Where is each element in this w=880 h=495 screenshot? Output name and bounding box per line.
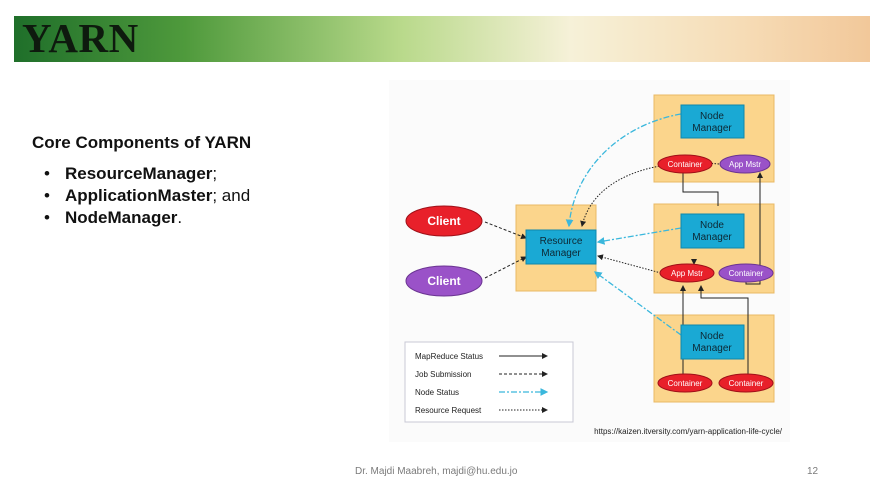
bullet-suffix: ; and [212,186,251,205]
client-red-label: Client [427,214,460,228]
container-node1 [657,154,713,174]
client-red [405,205,483,237]
svg-text:NodeManager: NodeManager [692,111,732,134]
node-manager-3-label: Manager [692,343,732,354]
node-manager-2 [680,213,745,249]
bullet-list: ResourceManager; ApplicationMaster; and … [44,163,250,229]
legend-node-status: Node Status [415,388,459,397]
resource-manager-label: Manager [541,248,581,259]
app-master-node1-label: App Mstr [729,160,761,169]
bullet-suffix: ; [212,164,218,183]
svg-text:NodeManager: NodeManager [692,220,732,243]
bullet-term: ApplicationMaster [65,186,213,205]
resource-manager [525,229,597,265]
legend-job-submission: Job Submission [415,370,471,379]
app-master-node2 [659,263,715,283]
container-node2 [718,263,774,283]
bullet-item: NodeManager. [44,207,250,229]
node-manager-3 [680,324,745,360]
client-purple-label: Client [427,274,460,288]
bullet-item: ApplicationMaster; and [44,185,250,207]
section-heading: Core Components of YARN [32,133,252,152]
svg-text:ResourceManager: ResourceManager [540,236,583,259]
node-manager-3-label: Node [700,331,724,342]
container-node3-a-label: Container [668,379,703,388]
title-banner [14,16,870,62]
legend-resource-request: Resource Request [415,406,482,415]
bullet-suffix: . [177,208,183,227]
node-manager-2-label: Node [700,220,724,231]
footer-author: Dr. Majdi Maabreh, majdi@hu.edu.jo [355,466,518,477]
svg-text:NodeManager: NodeManager [692,331,732,354]
container-node3-b [718,373,774,393]
node-manager-1 [680,104,745,139]
bullet-term: NodeManager [65,208,178,227]
app-master-node2-label: App Mstr [671,269,703,278]
container-node1-label: Container [668,160,703,169]
source-url: https://kaizen.itversity.com/yarn-applic… [594,427,783,436]
client-purple [405,265,483,297]
container-node3-b-label: Container [729,379,764,388]
node-manager-2-label: Manager [692,232,732,243]
node-manager-1-label: Manager [692,123,732,134]
legend-mapreduce-status: MapReduce Status [415,352,483,361]
page-number: 12 [807,466,819,477]
container-node2-label: Container [729,269,764,278]
slide-title: YARN [22,15,139,61]
node-manager-1-label: Node [700,111,724,122]
app-master-node1 [719,154,771,174]
bullet-term: ResourceManager [65,164,213,183]
resource-manager-label: Resource [540,236,583,247]
bullet-item: ResourceManager; [44,163,250,185]
container-node3-a [657,373,713,393]
